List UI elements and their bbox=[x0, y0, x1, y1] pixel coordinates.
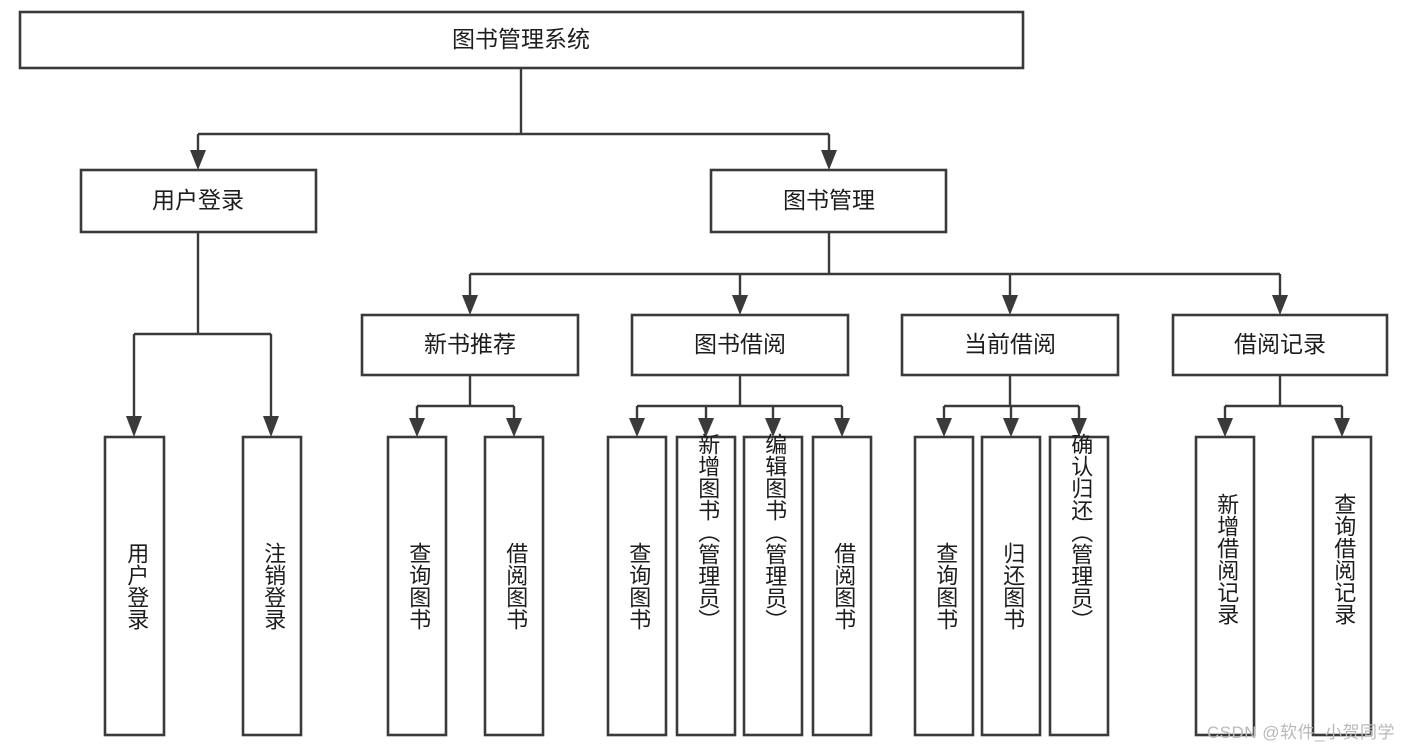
node-leaf-edit-book-label: 编辑图书（管理员） bbox=[762, 433, 787, 631]
node-new-book-recommend-label: 新书推荐 bbox=[424, 331, 516, 357]
connector-group-root bbox=[190, 68, 837, 170]
node-leaf-borrow-book-1-box[interactable] bbox=[483, 435, 545, 737]
node-current-borrow-box[interactable] bbox=[900, 313, 1120, 377]
arrow-head-leaf-query-book-3 bbox=[936, 418, 952, 437]
node-leaf-user-login[interactable]: 用户登录 bbox=[103, 435, 166, 737]
connector-group-borrow-record bbox=[1217, 375, 1350, 437]
node-leaf-edit-book[interactable]: 编辑图书（管理员） bbox=[742, 433, 804, 737]
arrow-head-book-borrow bbox=[732, 295, 748, 315]
node-leaf-return-book-box[interactable] bbox=[980, 435, 1042, 737]
node-leaf-user-logout[interactable]: 注销登录 bbox=[241, 435, 303, 737]
node-leaf-query-book-1-box[interactable] bbox=[386, 435, 448, 737]
arrow-head-new-book-recommend bbox=[462, 295, 478, 315]
node-leaf-query-book-3[interactable]: 查询图书 bbox=[913, 435, 975, 737]
node-leaf-add-record[interactable]: 新增借阅记录 bbox=[1194, 435, 1256, 737]
arrow-head-user-login bbox=[190, 150, 206, 170]
node-leaf-return-book[interactable]: 归还图书 bbox=[980, 435, 1042, 737]
node-current-borrow[interactable]: 当前借阅 bbox=[900, 313, 1120, 377]
arrow-head-leaf-user-logout bbox=[263, 416, 279, 437]
node-leaf-add-book[interactable]: 新增图书（管理员） bbox=[675, 433, 737, 737]
node-leaf-borrow-book-1-label: 借阅图书 bbox=[503, 542, 528, 630]
node-leaf-borrow-book-2-label: 借阅图书 bbox=[831, 542, 856, 630]
node-borrow-record-box[interactable] bbox=[1171, 313, 1389, 377]
node-root-system-box[interactable] bbox=[18, 10, 1025, 70]
node-leaf-borrow-book-1[interactable]: 借阅图书 bbox=[483, 435, 545, 737]
node-current-borrow-label: 当前借阅 bbox=[964, 331, 1056, 357]
node-book-manage-box[interactable] bbox=[709, 168, 948, 234]
node-leaf-user-logout-label: 注销登录 bbox=[261, 542, 286, 630]
node-leaf-confirm-return[interactable]: 确认归还（管理员） bbox=[1048, 433, 1110, 737]
node-leaf-user-login-box[interactable] bbox=[103, 435, 166, 737]
node-leaf-query-book-3-label: 查询图书 bbox=[933, 542, 958, 630]
node-user-login-label: 用户登录 bbox=[152, 187, 244, 213]
node-leaf-borrow-book-2[interactable]: 借阅图书 bbox=[811, 435, 873, 737]
node-leaf-confirm-return-label: 确认归还（管理员） bbox=[1068, 433, 1093, 631]
arrow-head-borrow-record bbox=[1272, 295, 1288, 315]
csdn-watermark: CSDN @软件_小贺同学 bbox=[1206, 723, 1395, 742]
node-leaf-borrow-book-2-box[interactable] bbox=[811, 435, 873, 737]
node-leaf-add-book-box[interactable] bbox=[675, 435, 737, 737]
arrow-head-leaf-add-record bbox=[1217, 418, 1233, 437]
node-book-manage[interactable]: 图书管理 bbox=[709, 168, 948, 234]
node-leaf-user-login-label: 用户登录 bbox=[124, 542, 149, 630]
node-leaf-query-book-1[interactable]: 查询图书 bbox=[386, 435, 448, 737]
connector-group-book-borrow bbox=[629, 375, 850, 437]
node-root-system-label: 图书管理系统 bbox=[452, 26, 590, 52]
connector-group-user-login bbox=[126, 232, 279, 437]
node-user-login-box[interactable] bbox=[79, 168, 318, 234]
arrow-head-leaf-edit-book bbox=[765, 418, 781, 437]
node-borrow-record-label: 借阅记录 bbox=[1234, 331, 1326, 357]
arrow-head-current-borrow bbox=[1002, 295, 1018, 315]
node-leaf-edit-book-box[interactable] bbox=[742, 435, 804, 737]
arrow-head-leaf-borrow-book-2 bbox=[834, 418, 850, 437]
node-leaf-query-book-1-label: 查询图书 bbox=[406, 542, 431, 630]
node-leaf-add-book-label: 新增图书（管理员） bbox=[695, 433, 720, 631]
arrow-head-leaf-confirm-return bbox=[1071, 418, 1087, 437]
node-book-borrow-box[interactable] bbox=[630, 313, 850, 377]
node-leaf-return-book-label: 归还图书 bbox=[1000, 542, 1025, 630]
arrow-head-leaf-borrow-book-1 bbox=[506, 418, 522, 437]
node-leaf-query-book-2-box[interactable] bbox=[606, 435, 668, 737]
arrow-head-leaf-query-book-2 bbox=[629, 418, 645, 437]
node-book-manage-label: 图书管理 bbox=[783, 187, 875, 213]
node-borrow-record[interactable]: 借阅记录 bbox=[1171, 313, 1389, 377]
node-leaf-query-record[interactable]: 查询借阅记录 bbox=[1311, 435, 1373, 737]
connector-group-new-book-recommend bbox=[409, 375, 522, 437]
connector-group-book-manage bbox=[462, 232, 1288, 315]
node-book-borrow[interactable]: 图书借阅 bbox=[630, 313, 850, 377]
node-leaf-query-record-box[interactable] bbox=[1311, 435, 1373, 737]
arrow-head-leaf-add-book bbox=[698, 418, 714, 437]
node-leaf-add-record-label: 新增借阅记录 bbox=[1214, 493, 1239, 625]
node-new-book-recommend[interactable]: 新书推荐 bbox=[360, 313, 580, 377]
node-leaf-add-record-box[interactable] bbox=[1194, 435, 1256, 737]
connector-group-current-borrow bbox=[936, 375, 1087, 437]
arrow-head-leaf-return-book bbox=[1003, 418, 1019, 437]
node-user-login[interactable]: 用户登录 bbox=[79, 168, 318, 234]
node-leaf-user-logout-box[interactable] bbox=[241, 435, 303, 737]
arrow-head-leaf-query-record bbox=[1334, 418, 1350, 437]
arrow-head-leaf-query-book-1 bbox=[409, 418, 425, 437]
node-leaf-query-book-2-label: 查询图书 bbox=[626, 542, 651, 630]
arrow-head-leaf-user-login bbox=[126, 416, 142, 437]
node-leaf-query-book-3-box[interactable] bbox=[913, 435, 975, 737]
node-leaf-query-record-label: 查询借阅记录 bbox=[1331, 493, 1356, 625]
arrow-head-book-manage bbox=[821, 150, 837, 170]
node-leaf-confirm-return-box[interactable] bbox=[1048, 435, 1110, 737]
node-book-borrow-label: 图书借阅 bbox=[694, 331, 786, 357]
node-leaf-query-book-2[interactable]: 查询图书 bbox=[606, 435, 668, 737]
node-new-book-recommend-box[interactable] bbox=[360, 313, 580, 377]
node-root-system[interactable]: 图书管理系统 bbox=[18, 10, 1025, 70]
